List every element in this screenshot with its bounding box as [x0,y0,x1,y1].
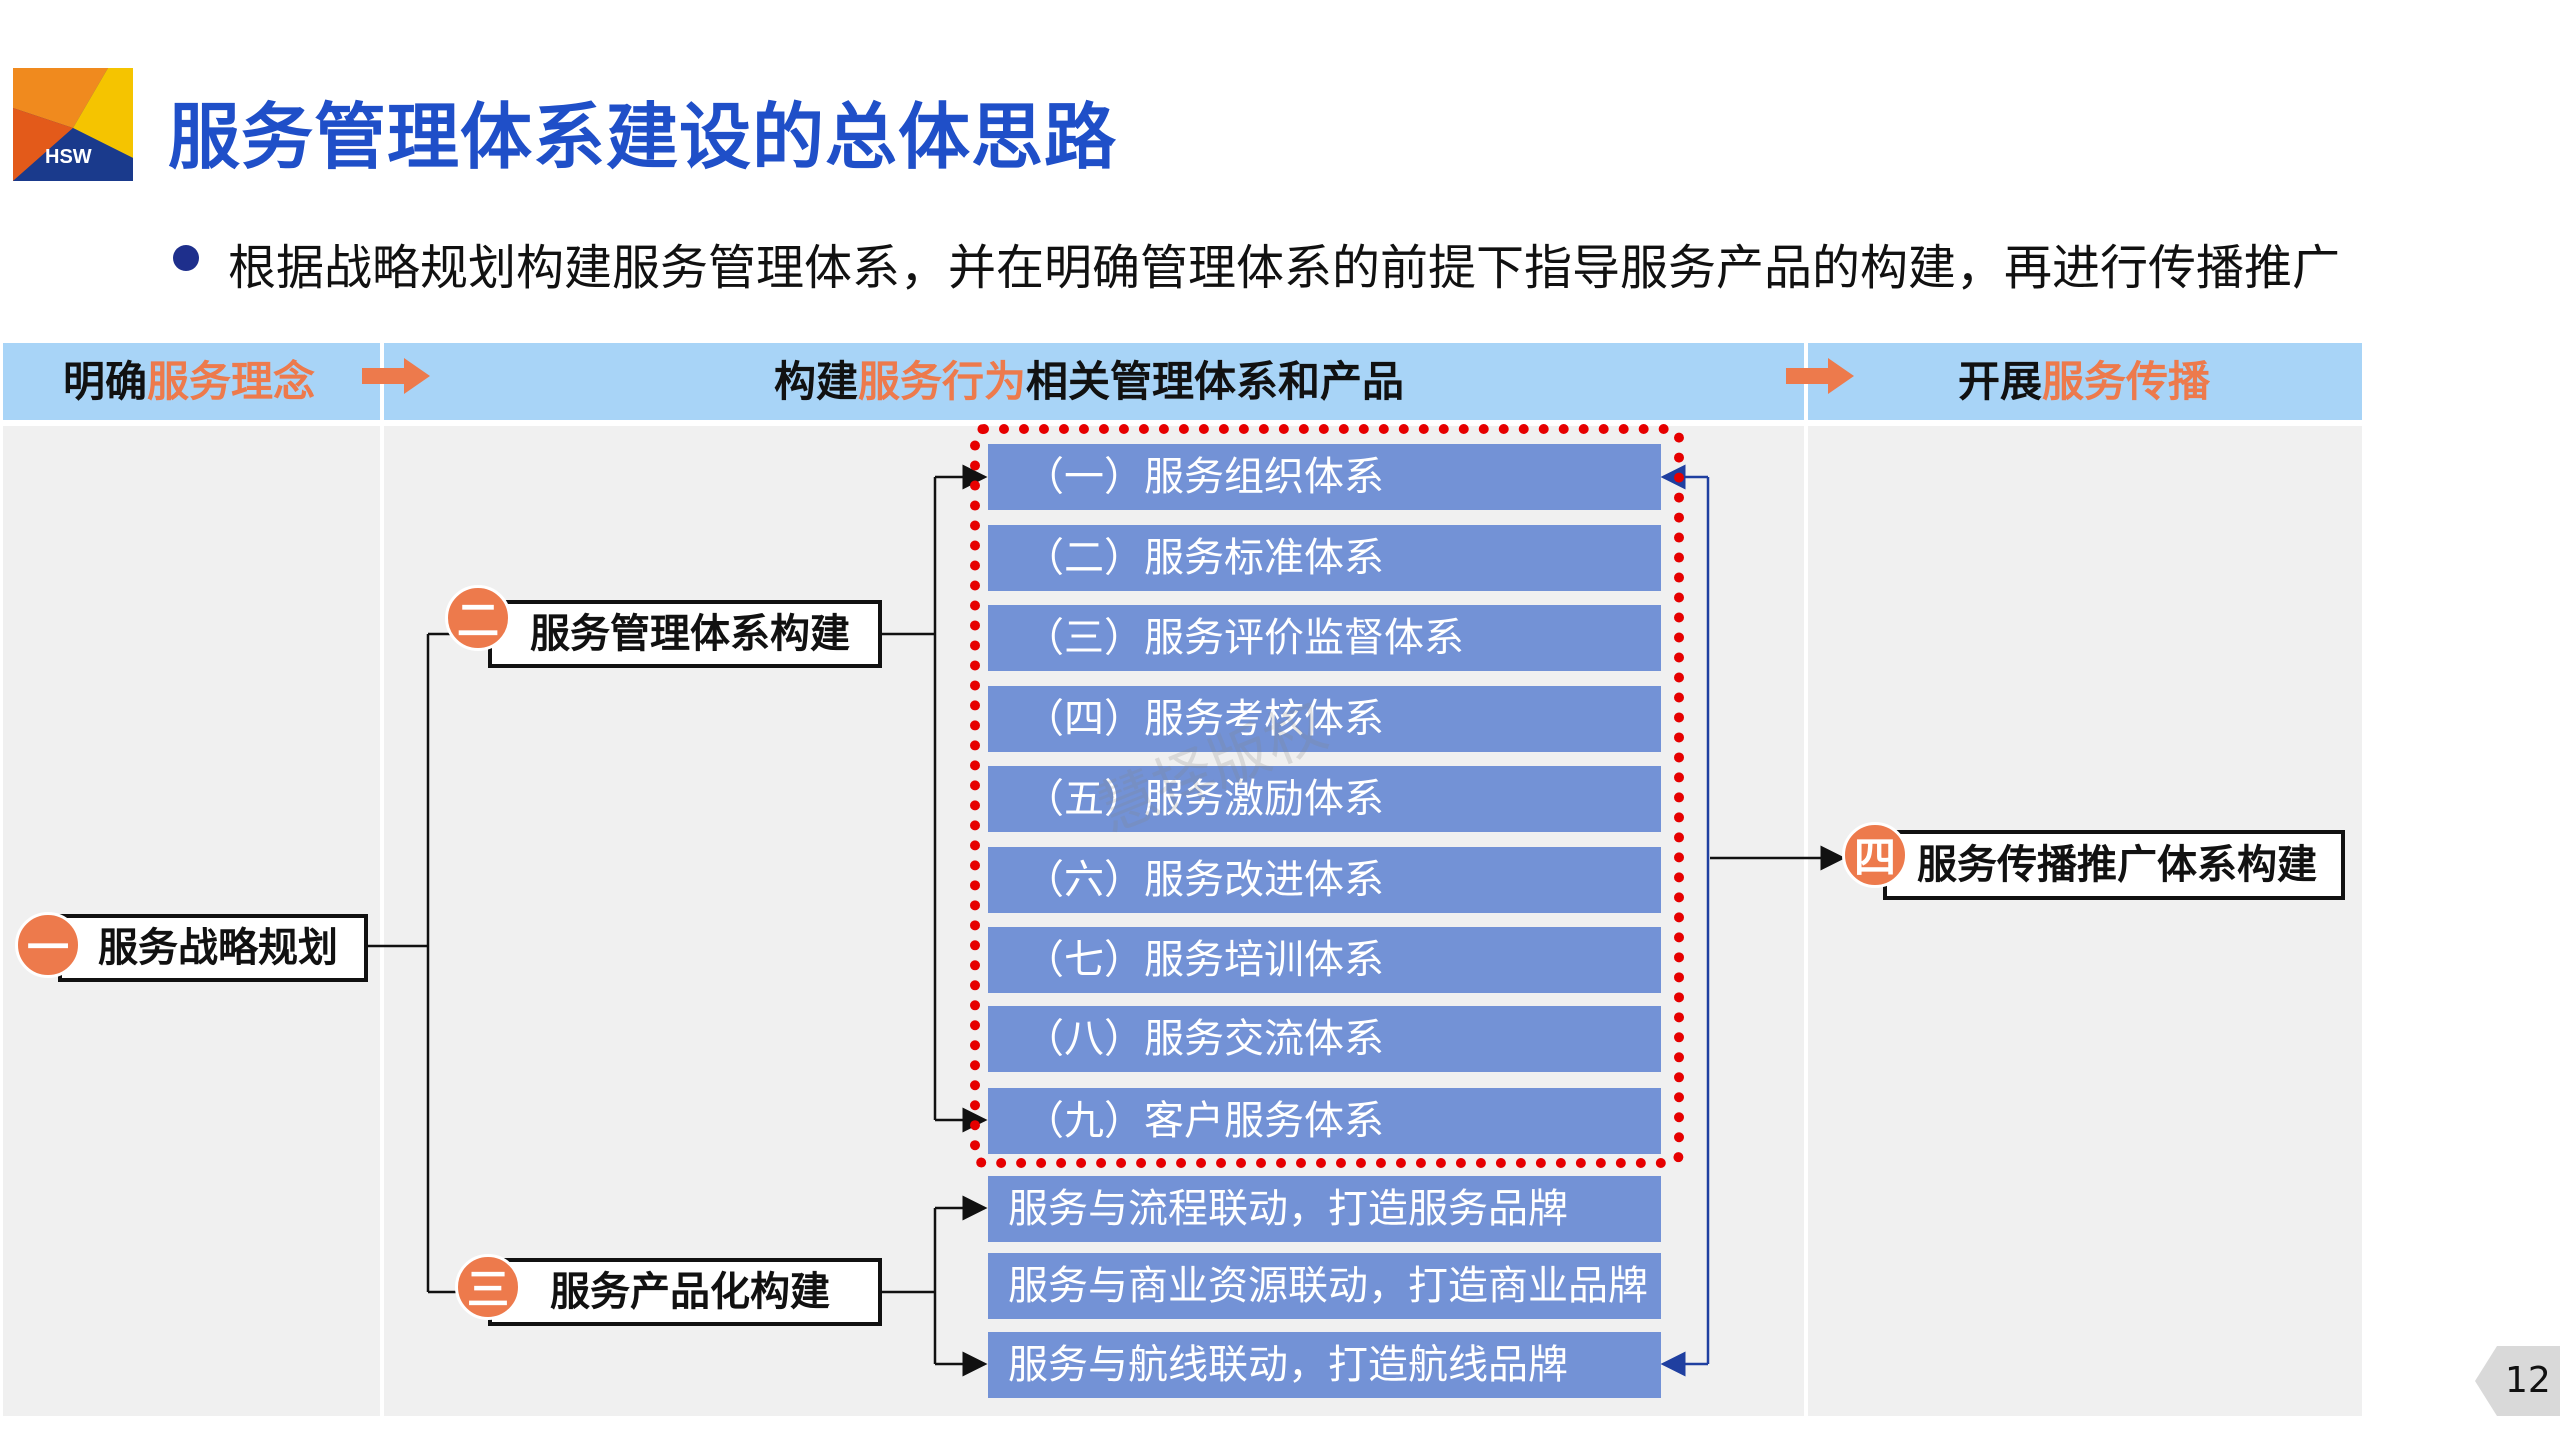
node-strategy-badge: 一 [15,912,81,978]
management-item: （一）服务组织体系 [988,444,1661,510]
panel-col-2 [384,426,1804,1416]
panel-col-3 [1808,426,2362,1416]
header-arrow-icon [1786,358,1854,394]
management-item: （八）服务交流体系 [988,1006,1661,1072]
page-number: 12 [2505,1360,2551,1401]
node-management-badge: 二 [445,585,511,651]
product-item: 服务与航线联动，打造航线品牌 [988,1332,1661,1398]
management-item: （五）服务激励体系 [988,766,1661,832]
header-col-3-label: 开展服务传播 [1958,357,2211,406]
header-col-3: 开展服务传播 [1808,343,2362,420]
bullet-icon [173,245,199,271]
management-item: （三）服务评价监督体系 [988,605,1661,671]
header-col-1-label: 明确服务理念 [63,357,316,406]
product-item: 服务与流程联动，打造服务品牌 [988,1176,1661,1242]
node-promotion: 服务传播推广体系构建 [1883,830,2345,900]
subtitle: 根据战略规划构建服务管理体系，并在明确管理体系的前提下指导服务产品的构建，再进行… [228,240,2341,296]
page-title: 服务管理体系建设的总体思路 [168,95,1118,179]
highlight-dashed-border [970,424,1684,1168]
header-col-2-label: 构建服务行为相关管理体系和产品 [774,357,1405,406]
page-number-tab [2475,1346,2560,1416]
node-strategy: 服务战略规划 [58,914,368,982]
node-management: 服务管理体系构建 [488,600,882,668]
management-item: （四）服务考核体系 [988,686,1661,752]
node-product-badge: 三 [455,1254,521,1320]
header-col-1: 明确服务理念 [3,343,380,420]
header-col-2: 构建服务行为相关管理体系和产品 [384,343,1804,420]
management-item: （七）服务培训体系 [988,927,1661,993]
logo-text: HSW [45,146,92,168]
management-item: （六）服务改进体系 [988,847,1661,913]
management-item: （九）客户服务体系 [988,1088,1661,1154]
management-item: （二）服务标准体系 [988,525,1661,591]
node-product: 服务产品化构建 [488,1258,882,1326]
header-arrow-icon [362,358,430,394]
hsw-logo: HSW [13,68,133,181]
node-promotion-badge: 四 [1842,822,1908,888]
product-item: 服务与商业资源联动，打造商业品牌 [988,1253,1661,1319]
